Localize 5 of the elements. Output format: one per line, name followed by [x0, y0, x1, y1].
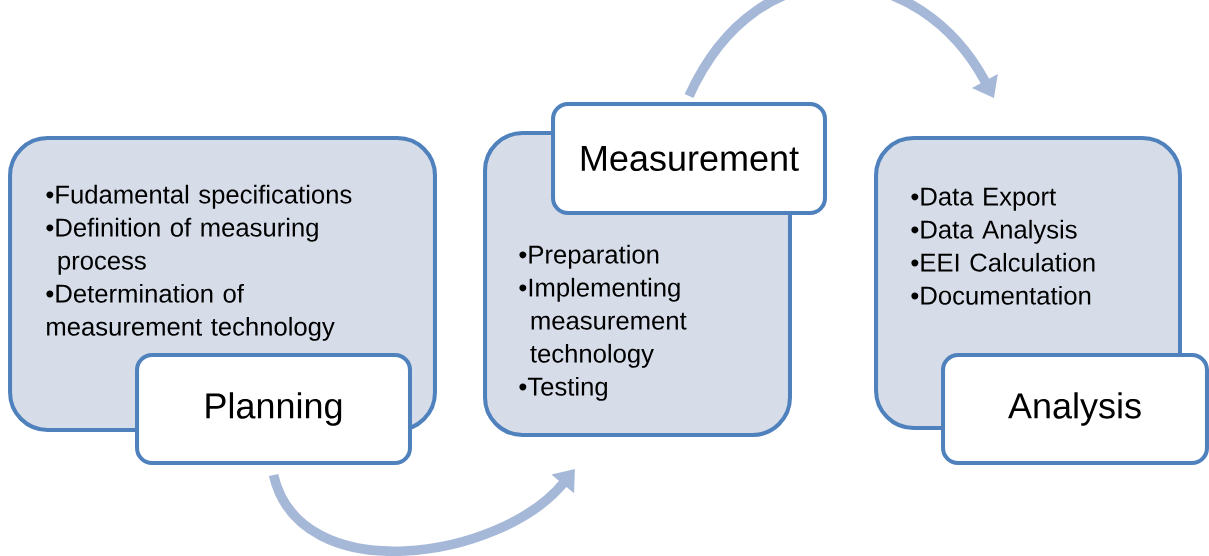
curved-arrow — [269, 469, 575, 556]
stage-label-box: Measurement — [551, 102, 827, 215]
curved-arrow — [684, 0, 998, 99]
stage-label-box: Analysis — [941, 353, 1209, 465]
stage-label-box: Planning — [135, 353, 412, 465]
